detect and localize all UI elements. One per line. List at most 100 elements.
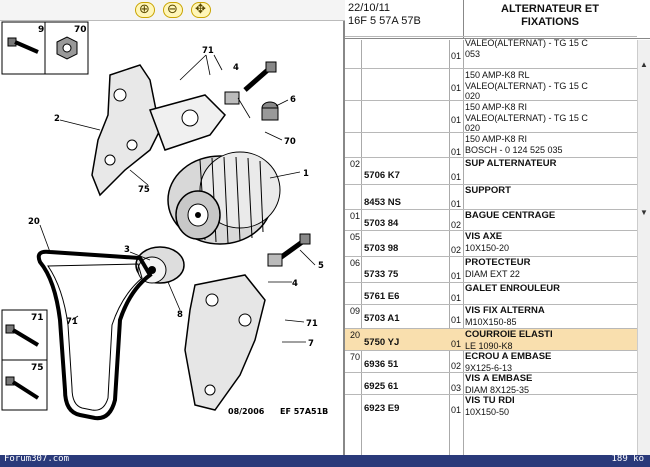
description-line: ECROU A EMBASE: [465, 351, 552, 362]
description-line: 150 AMP-K8 RL: [465, 70, 530, 80]
bolt-75-icon: [5, 376, 40, 400]
part-quantity: 03: [451, 383, 462, 393]
scroll-down-arrow-icon[interactable]: ▼: [640, 208, 648, 217]
description-line: BAGUE CENTRAGE: [465, 210, 556, 221]
part-number: 01: [350, 211, 361, 221]
part-description: SUP ALTERNATEUR: [465, 158, 557, 170]
description-line: VALEO(ALTERNAT) - TG 15 C: [465, 80, 588, 91]
part-quantity: 01: [451, 147, 462, 157]
site-name[interactable]: Forum307.com: [4, 454, 70, 464]
description-line: M10X150-85: [465, 316, 517, 327]
callout-7: 7: [308, 339, 314, 349]
diagram-toolbar: ⊕ ⊖ ✥: [0, 0, 345, 21]
description-line: SUP ALTERNATEUR: [465, 158, 557, 169]
description-line: 10X150-50: [465, 406, 510, 417]
part-quantity: 01: [451, 315, 462, 325]
description-line: COURROIE ELASTI: [465, 329, 553, 340]
callout-70-right: 70: [284, 137, 296, 147]
part-quantity: 01: [451, 51, 462, 61]
description-line: BOSCH - 0 124 525 035: [465, 144, 563, 155]
drive-belt: [36, 249, 153, 421]
part-reference: 5733 75: [364, 269, 399, 280]
part-reference: 5750 YJ: [364, 337, 400, 348]
description-line: SUPPORT: [465, 185, 511, 196]
callout-71-right: 71: [306, 319, 318, 329]
pan-icon[interactable]: ✥: [190, 2, 211, 18]
callout-5: 5: [318, 261, 324, 271]
part-reference: 5706 K7: [364, 170, 400, 181]
alternator-bracket: [91, 64, 161, 197]
callout-20: 20: [28, 217, 40, 227]
part-reference: 8453 NS: [364, 197, 401, 208]
header-divider: [463, 0, 464, 38]
part-quantity: 01: [451, 115, 462, 125]
callout-75: 75: [138, 185, 150, 195]
callout-71-inset: 71: [31, 313, 44, 323]
part-number: 20: [350, 330, 361, 340]
diagram-ref-code: EF 57A51B: [280, 407, 328, 416]
part-quantity: 01: [451, 199, 462, 209]
bolt-5: [267, 233, 311, 267]
part-quantity: 02: [451, 220, 462, 230]
part-quantity: 02: [451, 245, 462, 255]
part-reference: 5703 98: [364, 243, 399, 254]
part-reference: 6936 51: [364, 359, 399, 370]
part-reference: 5761 E6: [364, 291, 400, 302]
part-reference: 5703 84: [364, 218, 399, 229]
description-line: 150 AMP-K8 RI: [465, 134, 528, 144]
scroll-up-arrow-icon[interactable]: ▲: [640, 60, 648, 69]
description-line: LE 1090-K8: [465, 340, 513, 351]
description-line: DIAM EXT 22: [465, 268, 520, 279]
zoom-in-icon[interactable]: ⊕: [134, 2, 155, 18]
description-line: 053: [465, 48, 481, 59]
callout-1: 1: [303, 169, 309, 179]
callout-70: 70: [74, 25, 87, 35]
bolt-icon: [7, 37, 39, 54]
col-divider: [449, 40, 450, 455]
part-number: 05: [350, 232, 361, 242]
part-reference: 5703 A1: [364, 313, 400, 324]
description-line: VIS FIX ALTERNA: [465, 305, 545, 316]
part-reference: 6923 E9: [364, 403, 400, 414]
description-line: GALET ENROULEUR: [465, 283, 560, 294]
scrollbar[interactable]: ▲ ▼: [637, 40, 650, 455]
part-quantity: 02: [451, 361, 462, 371]
description-line: PROTECTEUR: [465, 257, 531, 268]
description-line: 9X125-6-13: [465, 362, 513, 373]
col-divider: [463, 40, 464, 455]
parts-list-panel: 22/10/11 16F 5 57A 57B ALTERNATEUR ET FI…: [345, 0, 650, 455]
part-quantity: 01: [451, 83, 462, 93]
part-number: 02: [350, 159, 361, 169]
zoom-out-icon[interactable]: ⊖: [162, 2, 183, 18]
nut-icon: [56, 36, 78, 60]
callout-6: 6: [290, 95, 296, 105]
lower-bracket: [184, 274, 266, 411]
callout-4: 4: [233, 63, 239, 73]
part-number: 06: [350, 258, 361, 268]
description-line: 020: [465, 123, 481, 133]
col-divider: [361, 40, 362, 455]
page-title: ALTERNATEUR ET FIXATIONS: [465, 3, 635, 29]
